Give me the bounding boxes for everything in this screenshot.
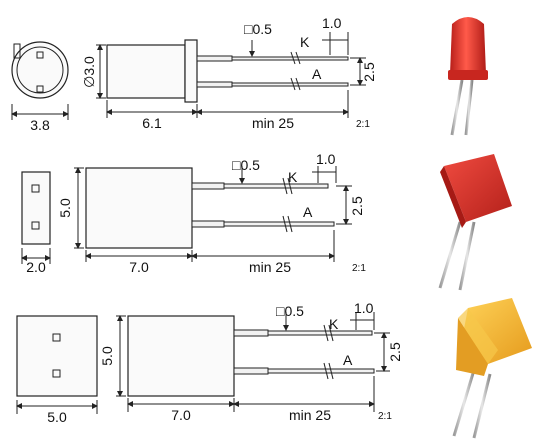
pitch-label: 2.5 [349, 196, 365, 216]
led-photo-square [452, 298, 532, 439]
row-rect-led: 2.0 5.0 7.0 min 25 [21, 151, 512, 291]
lead-length-label: min 25 [289, 407, 331, 423]
row-round-led: 3.8 ∅3.0 6.1 [11, 15, 488, 136]
led-photo-rect [438, 154, 512, 291]
lead-offset-label: 1.0 [322, 15, 342, 31]
body-length-label: 7.0 [171, 407, 191, 423]
pin-size-label: □0.5 [244, 21, 272, 37]
cathode-label: K [329, 316, 339, 332]
end-view-rect: 2.0 [21, 171, 51, 275]
end-width-label: 3.8 [30, 117, 50, 133]
height-label: 5.0 [57, 198, 73, 218]
row-square-led: 5.0 5.0 7.0 min 25 [16, 298, 532, 439]
photo-color-swatch [450, 17, 486, 74]
side-view-square: 5.0 7.0 min 25 □0.5 K A 1.0 2.5 2 [99, 300, 403, 423]
body-length-label: 6.1 [142, 115, 162, 131]
height-label: 5.0 [99, 346, 115, 366]
end-view-square: 5.0 [16, 315, 98, 425]
lead-length-label: min 25 [249, 259, 291, 275]
cathode-label: K [288, 169, 298, 185]
photo-color-swatch [444, 154, 512, 222]
cathode-label: K [300, 34, 310, 50]
body-length-label: 7.0 [129, 259, 149, 275]
anode-label: A [312, 66, 322, 82]
end-width-label: 2.0 [26, 259, 46, 275]
pin-size-label: □0.5 [276, 303, 304, 319]
scale-label: 2:1 [356, 119, 370, 130]
pin-size-label: □0.5 [232, 157, 260, 173]
scale-label: 2:1 [378, 411, 392, 422]
end-view-round: 3.8 [11, 41, 69, 133]
scale-label: 2:1 [352, 263, 366, 274]
anode-label: A [303, 204, 313, 220]
pitch-label: 2.5 [387, 342, 403, 362]
anode-label: A [343, 352, 353, 368]
lead-length-label: min 25 [252, 115, 294, 131]
side-view-round: ∅3.0 6.1 min 25 □0.5 K A 1.0 2.5 [81, 15, 377, 131]
lead-offset-label: 1.0 [354, 300, 374, 316]
side-view-rect: 5.0 7.0 min 25 □0.5 K A 1.0 2.5 2 [57, 151, 366, 275]
diameter-label: ∅3.0 [81, 56, 97, 88]
lead-offset-label: 1.0 [316, 151, 336, 167]
pitch-label: 2.5 [361, 62, 377, 82]
led-photo-round [448, 17, 488, 136]
end-width-label: 5.0 [47, 409, 67, 425]
